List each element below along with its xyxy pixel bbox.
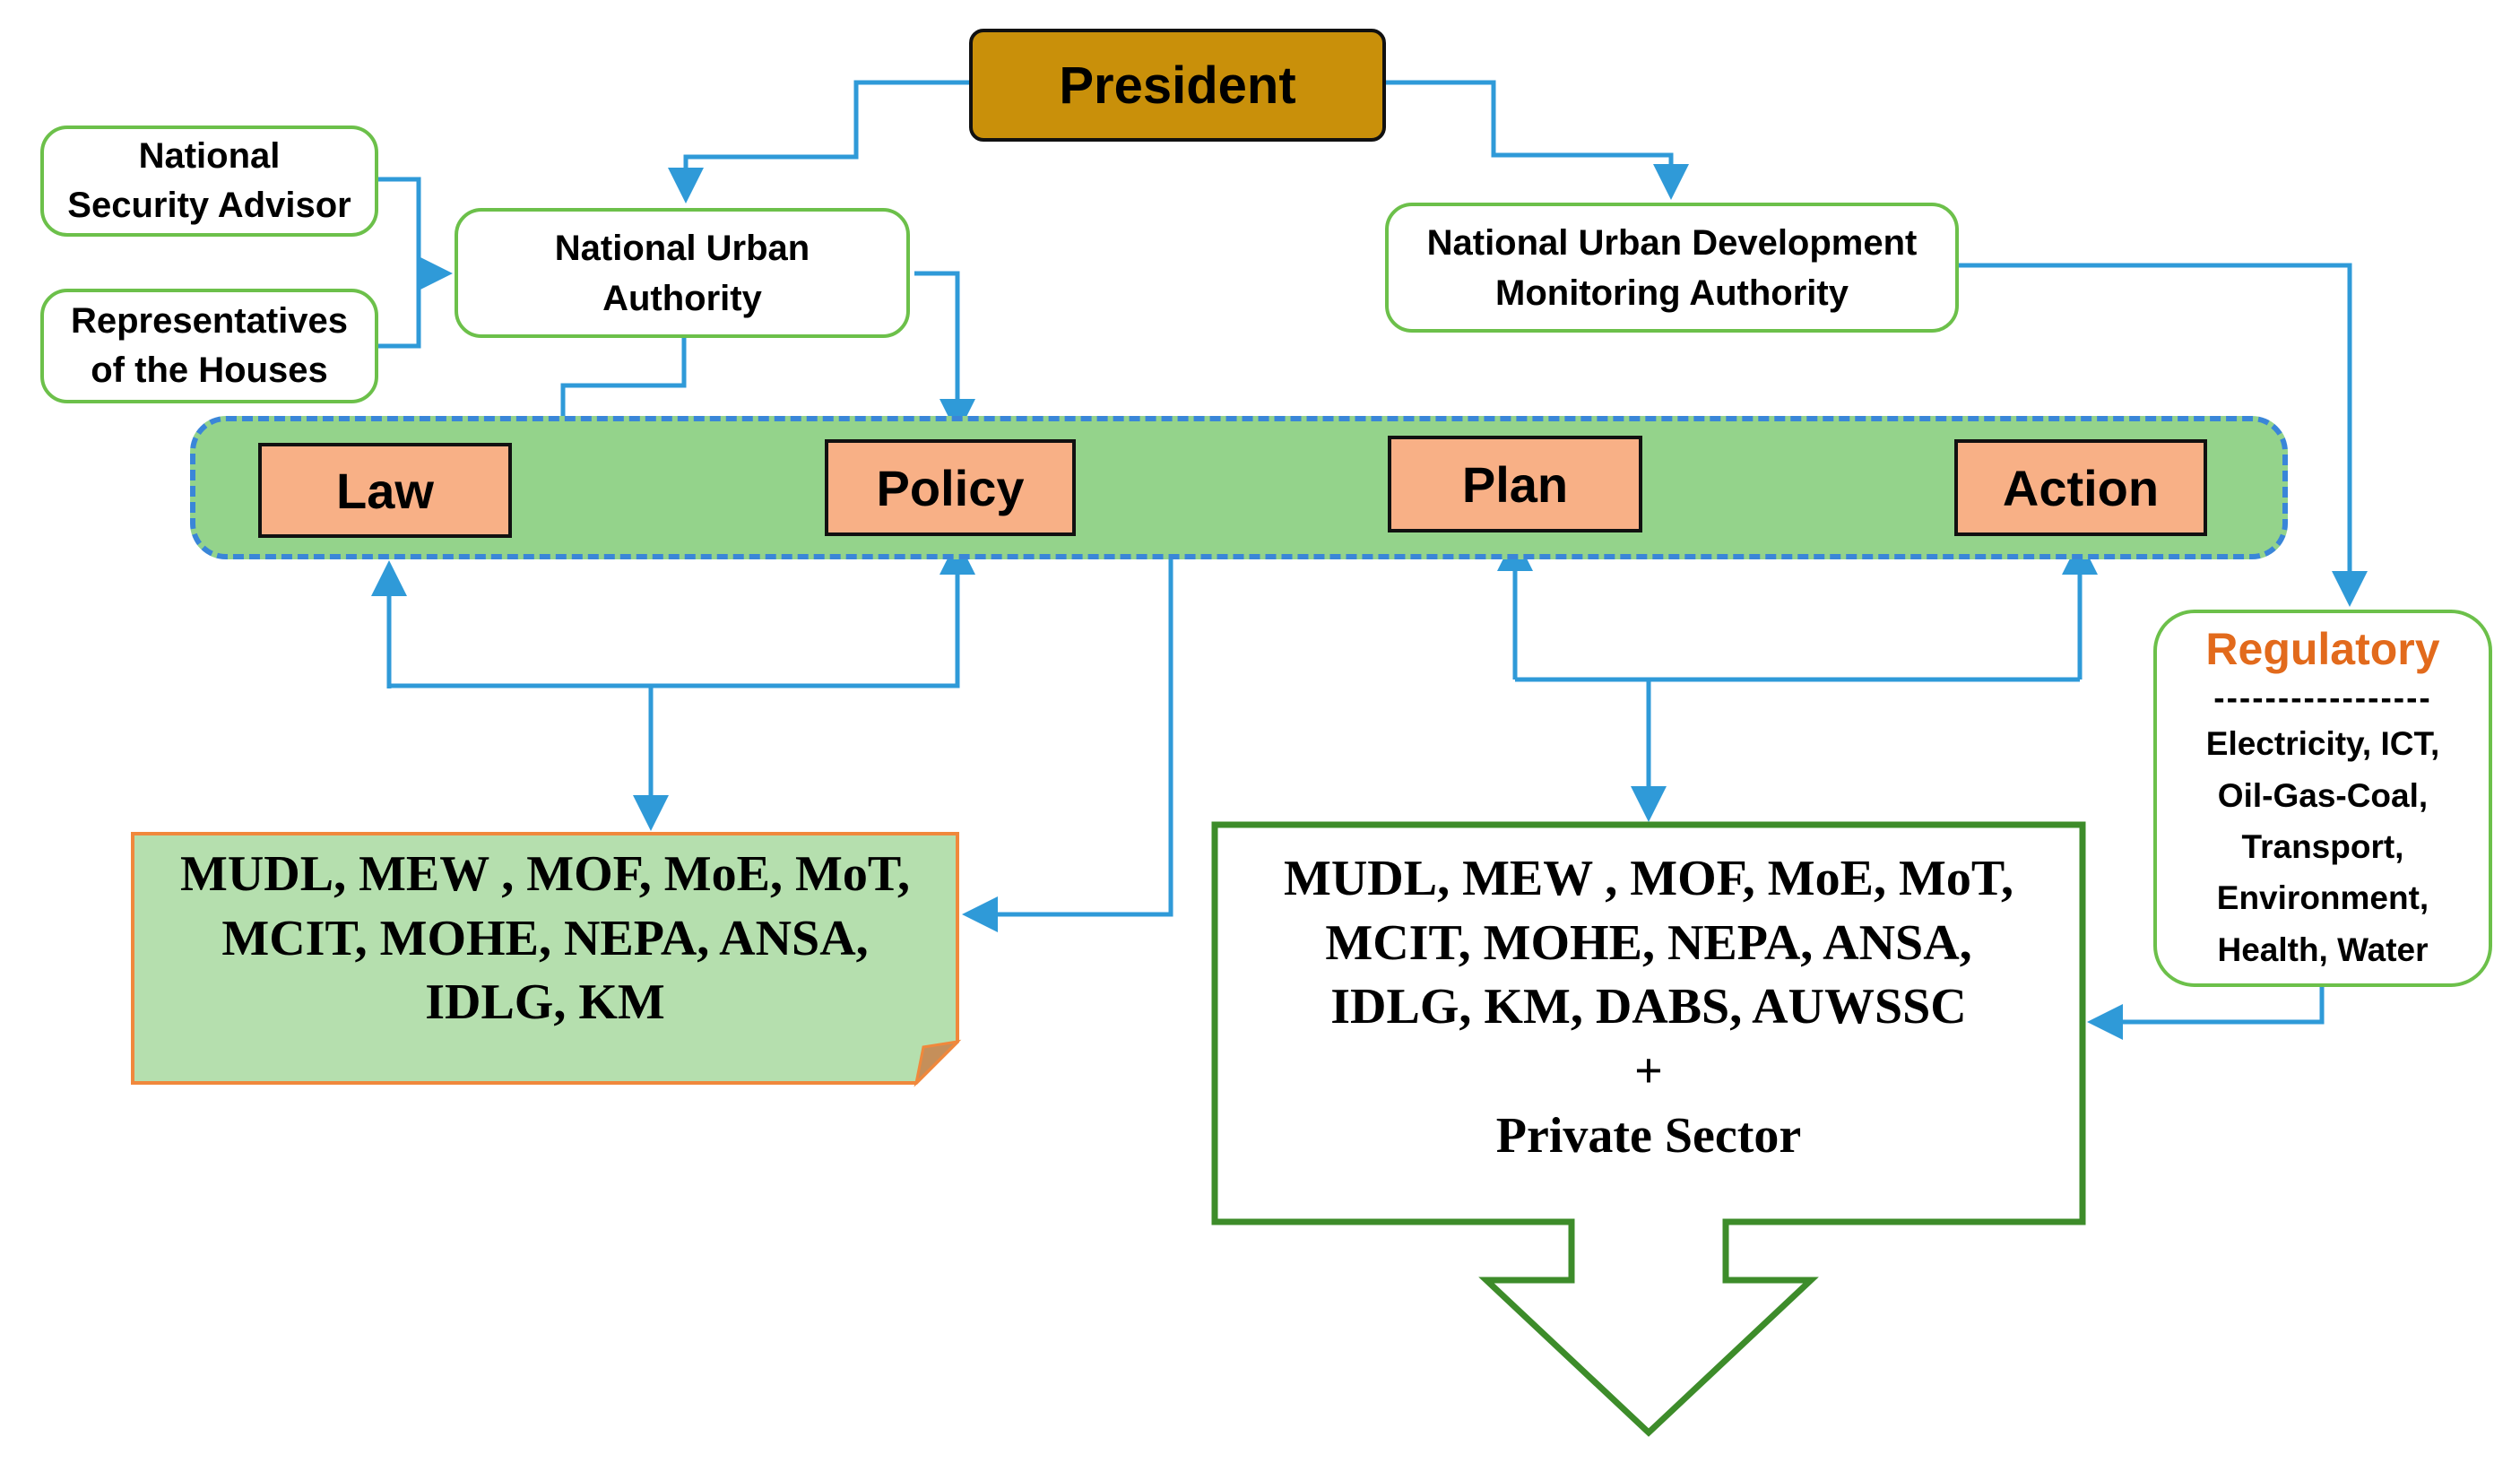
- ministries-right-line-1: MUDL, MEW , MOF, MoE, MoT,: [1283, 851, 2014, 906]
- ministries-right-plus: +: [1634, 1043, 1663, 1100]
- stage-policy-box: Policy: [825, 439, 1076, 536]
- urban-authority-line-1: National Urban: [554, 228, 810, 268]
- security-advisor-line-2: Security Advisor: [67, 186, 351, 225]
- connector-left-ministries-to-plan: [962, 493, 1173, 932]
- ministries-right-private-sector: Private Sector: [1495, 1107, 1802, 1164]
- urban-authority-line-2: Authority: [602, 278, 762, 318]
- regulatory-line-1: Electricity, ICT,: [2205, 725, 2440, 763]
- connector-regulatory-to-right-ministries: [2087, 987, 2325, 1040]
- stages-band: [190, 416, 2288, 559]
- ministries-right-arrow-shape: [1211, 821, 2086, 1437]
- ministries-right-line-2: MCIT, MOHE, NEPA, ANSA,: [1325, 914, 1972, 971]
- president-box: President: [969, 29, 1386, 142]
- regulatory-separator: -----------------: [2213, 680, 2432, 716]
- connector-president-to-monitoring-authority: [1386, 80, 1689, 200]
- stage-policy-label: Policy: [876, 459, 1025, 516]
- connector-representatives: [378, 273, 421, 349]
- stage-law-label: Law: [336, 462, 434, 519]
- regulatory-line-2: Oil-Gas-Coal,: [2217, 776, 2429, 814]
- ministries-right-line-3: IDLG, KM, DABS, AUWSSC: [1330, 979, 1967, 1035]
- president-label: President: [1059, 56, 1296, 115]
- security-advisor-box: National Security Advisor: [40, 126, 378, 237]
- connector-law-policy-bracket: [386, 565, 960, 688]
- regulatory-line-5: Health, Water: [2217, 931, 2429, 968]
- national-urban-authority-box: National Urban Authority: [455, 208, 910, 338]
- connector-urban-authority-to-policy: [914, 271, 975, 435]
- connector-security-advisor: [378, 177, 421, 273]
- regulatory-box: Regulatory ----------------- Electricity…: [2153, 610, 2492, 987]
- monitoring-authority-box: National Urban Development Monitoring Au…: [1385, 203, 1959, 333]
- regulatory-title: Regulatory: [2205, 624, 2440, 674]
- stage-law-box: Law: [258, 443, 512, 538]
- stage-action-label: Action: [2002, 459, 2160, 516]
- regulatory-line-4: Environment,: [2216, 879, 2429, 917]
- ministries-left-line-1: MUDL, MEW , MOF, MoE, MoT,: [179, 846, 911, 902]
- representatives-line-1: Representatives: [70, 300, 349, 341]
- representatives-line-2: of the Houses: [91, 351, 328, 390]
- representatives-box: Representatives of the Houses: [40, 289, 378, 403]
- stage-plan-box: Plan: [1388, 436, 1642, 532]
- ministries-left-box: MUDL, MEW , MOF, MoE, MoT, MCIT, MOHE, N…: [133, 834, 957, 1045]
- ministries-right-box: MUDL, MEW , MOF, MoE, MoT, MCIT, MOHE, N…: [1219, 847, 2078, 1188]
- regulatory-line-3: Transport,: [2241, 828, 2404, 866]
- connector-monitoring-to-regulatory: [1954, 263, 2368, 607]
- ministries-left-line-2: MCIT, MOHE, NEPA, ANSA,: [221, 910, 869, 966]
- monitoring-authority-line-1: National Urban Development: [1426, 222, 1918, 263]
- stage-plan-label: Plan: [1461, 455, 1569, 513]
- ministries-left-line-3: IDLG, KM: [425, 974, 665, 1031]
- security-advisor-line-1: National: [138, 135, 281, 176]
- monitoring-authority-line-2: Monitoring Authority: [1495, 273, 1849, 313]
- connector-president-to-urban-authority: [668, 80, 969, 203]
- stage-action-box: Action: [1954, 439, 2207, 536]
- note-fold-corner: [914, 1039, 962, 1087]
